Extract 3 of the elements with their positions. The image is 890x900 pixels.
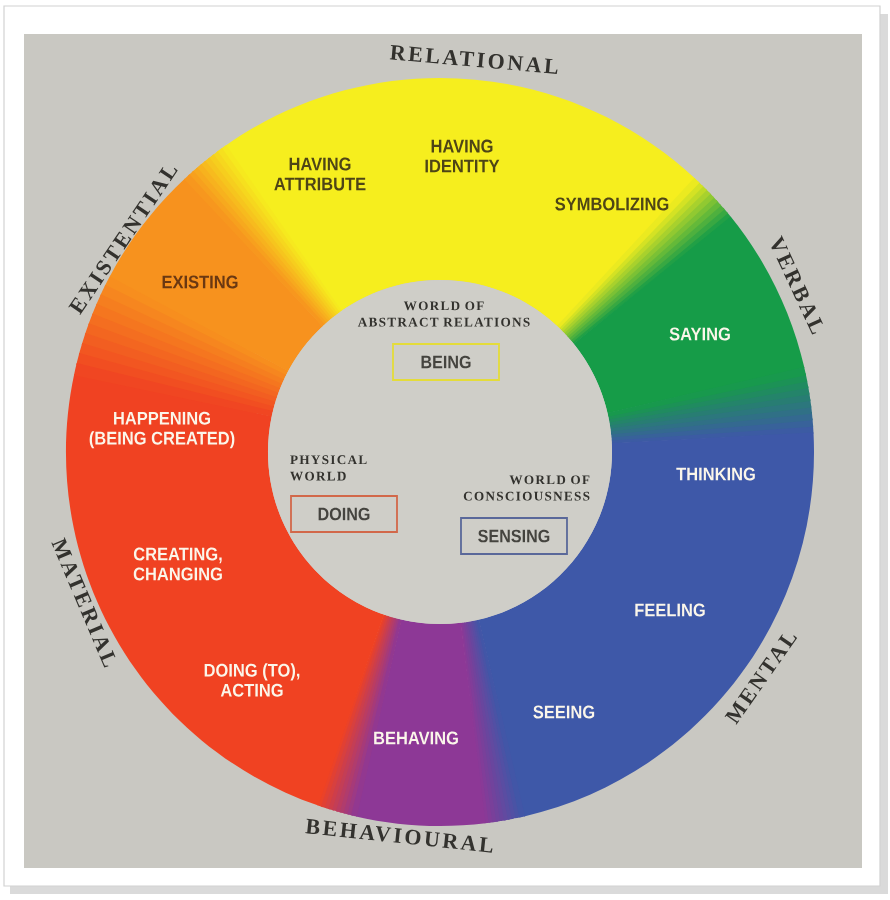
category-label: BEHAVIOURAL [305,818,493,853]
category-label: RELATIONAL [389,45,558,74]
tag-box: BEING [392,343,500,381]
